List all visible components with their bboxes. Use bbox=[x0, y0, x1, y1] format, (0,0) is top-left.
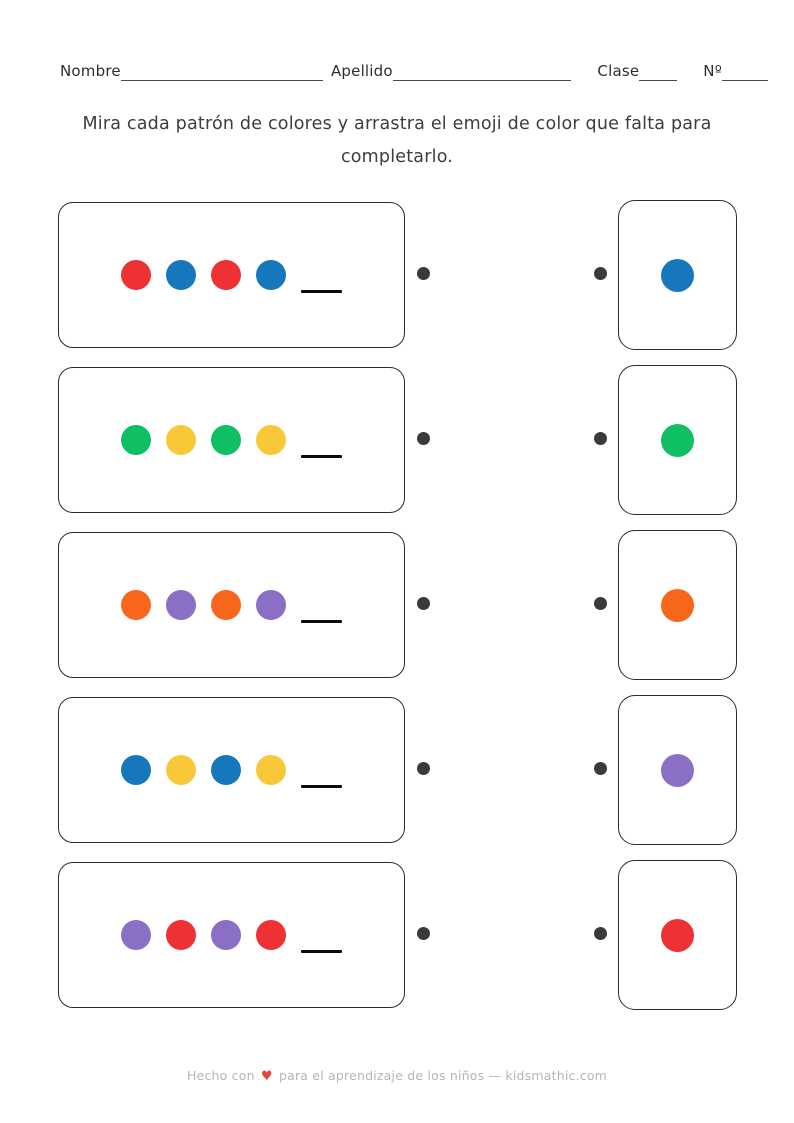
pattern-dot bbox=[121, 755, 151, 785]
missing-slot-line[interactable] bbox=[301, 454, 342, 459]
answer-card[interactable] bbox=[618, 365, 737, 515]
header-fields: Nombre Apellido Clase Nº bbox=[60, 62, 768, 81]
pattern-dot bbox=[166, 755, 196, 785]
pattern-row-2 bbox=[0, 365, 794, 515]
name-input-line[interactable] bbox=[120, 63, 323, 81]
missing-slot-line[interactable] bbox=[301, 784, 342, 789]
pattern-card[interactable] bbox=[58, 202, 405, 348]
pattern-dot bbox=[211, 425, 241, 455]
number-input-line[interactable] bbox=[722, 63, 768, 81]
answer-dot[interactable] bbox=[661, 753, 694, 787]
pattern-dot bbox=[166, 260, 196, 290]
connector-dot-left[interactable] bbox=[417, 597, 430, 610]
pattern-row-3 bbox=[0, 530, 794, 680]
exercise-rows bbox=[0, 200, 794, 1010]
pattern-dot bbox=[121, 590, 151, 620]
pattern-dot bbox=[121, 425, 151, 455]
pattern-card[interactable] bbox=[58, 532, 405, 678]
instruction-text: Mira cada patrón de colores y arrastra e… bbox=[82, 114, 712, 168]
footer-credit: Hecho con ♥ para el aprendizaje de los n… bbox=[0, 1068, 794, 1084]
pattern-dot bbox=[211, 920, 241, 950]
pattern-dot bbox=[256, 260, 286, 290]
missing-slot-line[interactable] bbox=[301, 619, 342, 624]
answer-dot[interactable] bbox=[661, 918, 694, 952]
connector-dot-left[interactable] bbox=[417, 432, 430, 445]
connector-dot-left[interactable] bbox=[417, 927, 430, 940]
pattern-dot bbox=[121, 920, 151, 950]
surname-input-line[interactable] bbox=[392, 63, 572, 81]
name-label: Nombre bbox=[60, 62, 121, 80]
heart-icon: ♥ bbox=[260, 1069, 273, 1084]
pattern-dot bbox=[211, 755, 241, 785]
pattern-dot bbox=[256, 755, 286, 785]
surname-label: Apellido bbox=[330, 62, 393, 80]
footer-text-before: Hecho con bbox=[186, 1068, 255, 1083]
pattern-dot bbox=[166, 920, 196, 950]
pattern-dot bbox=[256, 920, 286, 950]
connector-dot-right[interactable] bbox=[594, 927, 607, 940]
footer-text-after: para el aprendizaje de los niños — kidsm… bbox=[278, 1068, 608, 1083]
pattern-dot bbox=[211, 260, 241, 290]
pattern-dot bbox=[166, 425, 196, 455]
pattern-dot bbox=[256, 590, 286, 620]
connector-dot-left[interactable] bbox=[417, 267, 430, 280]
class-label: Clase bbox=[597, 62, 640, 80]
answer-dot[interactable] bbox=[661, 258, 694, 292]
answer-card[interactable] bbox=[618, 695, 737, 845]
missing-slot-line[interactable] bbox=[301, 949, 342, 954]
pattern-card[interactable] bbox=[58, 367, 405, 513]
pattern-row-1 bbox=[0, 200, 794, 350]
connector-dot-left[interactable] bbox=[417, 762, 430, 775]
connector-dot-right[interactable] bbox=[594, 762, 607, 775]
connector-dot-right[interactable] bbox=[594, 267, 607, 280]
pattern-card[interactable] bbox=[58, 862, 405, 1008]
answer-dot[interactable] bbox=[661, 588, 694, 622]
answer-card[interactable] bbox=[618, 200, 737, 350]
missing-slot-line[interactable] bbox=[301, 289, 342, 294]
pattern-row-5 bbox=[0, 860, 794, 1010]
pattern-dot bbox=[211, 590, 241, 620]
connector-dot-right[interactable] bbox=[594, 432, 607, 445]
answer-dot[interactable] bbox=[661, 423, 694, 457]
class-input-line[interactable] bbox=[639, 63, 678, 81]
pattern-card[interactable] bbox=[58, 697, 405, 843]
pattern-row-4 bbox=[0, 695, 794, 845]
pattern-dot bbox=[121, 260, 151, 290]
number-label: Nº bbox=[703, 62, 722, 80]
answer-card[interactable] bbox=[618, 530, 737, 680]
pattern-dot bbox=[256, 425, 286, 455]
pattern-dot bbox=[166, 590, 196, 620]
answer-card[interactable] bbox=[618, 860, 737, 1010]
connector-dot-right[interactable] bbox=[594, 597, 607, 610]
